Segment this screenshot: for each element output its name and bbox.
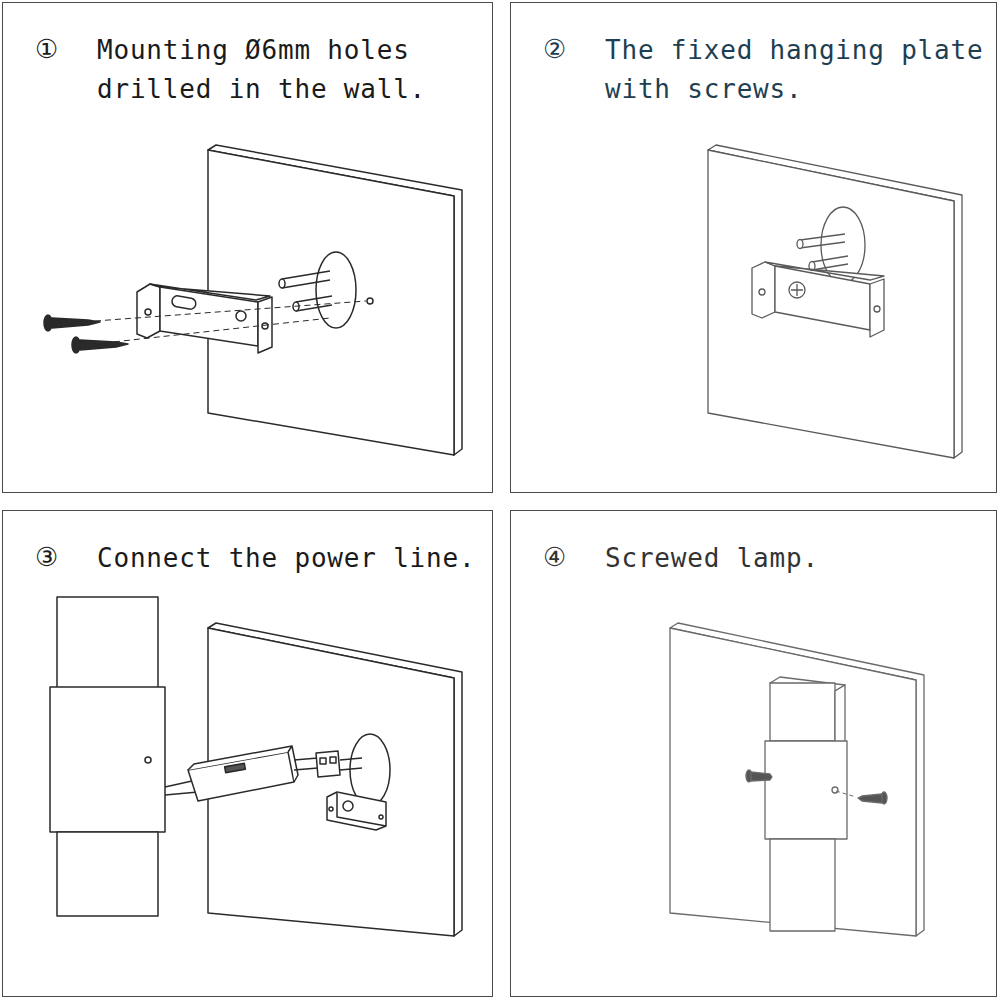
step-title: Connect the power line. <box>97 539 475 578</box>
step-panel: ③ Connect the power line. <box>2 510 493 997</box>
step4-drawing <box>670 623 924 936</box>
step3-drawing <box>50 597 462 936</box>
step-title: The fixed hanging plate with screws. <box>605 31 992 109</box>
step-panel: ④ Screwed lamp. <box>510 510 997 997</box>
step-panel: ② The fixed hanging plate with screws. <box>510 2 997 493</box>
step2-drawing <box>708 145 962 458</box>
step1-drawing <box>44 145 462 455</box>
step-number: ① <box>35 33 58 65</box>
step-number: ④ <box>543 541 566 573</box>
step-number: ② <box>543 33 566 65</box>
step-number: ③ <box>35 541 58 573</box>
step-title: Screwed lamp. <box>605 539 819 578</box>
step-panel: ① Mounting Ø6mm holes drilled in the wall… <box>2 2 493 493</box>
step-title: Mounting Ø6mm holes drilled in the wall. <box>97 31 488 109</box>
